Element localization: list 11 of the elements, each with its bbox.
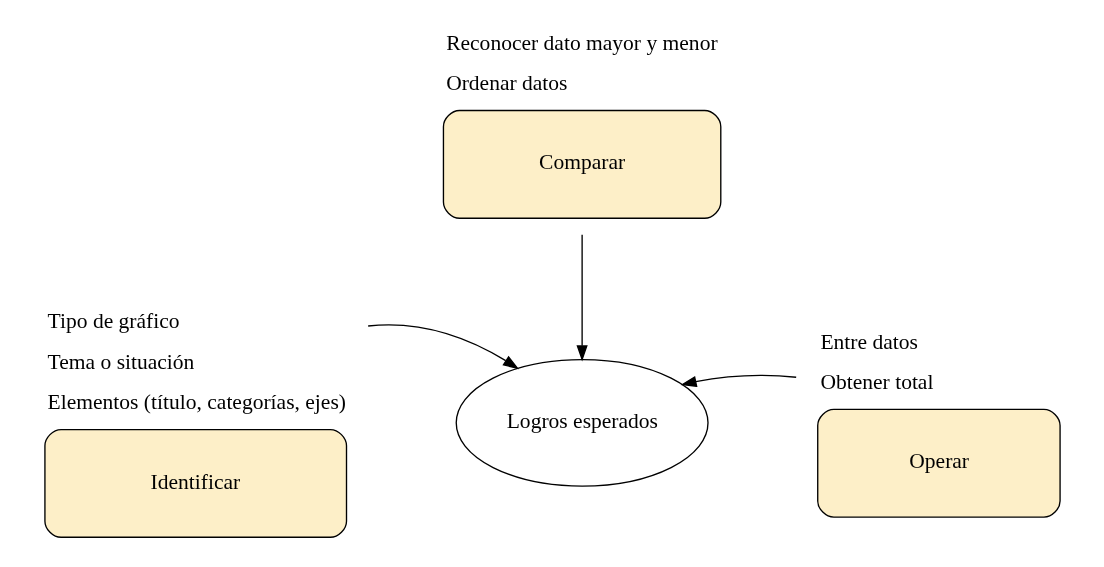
node-label: Tema o situación — [47, 349, 194, 374]
arrow — [679, 374, 797, 388]
node-label: Entre datos — [819, 329, 918, 354]
node-label: Reconocer dato mayor y menor — [445, 30, 718, 55]
node-label: Ordenar datos — [445, 71, 568, 96]
node-ellipse: Logros esperados — [455, 358, 709, 487]
node-label: Tipo de gráfico — [47, 309, 180, 334]
node-label: Obtener total — [819, 369, 933, 394]
arrow — [367, 324, 519, 370]
node-label: Elementos (título, categorías, ejes) — [47, 390, 346, 415]
arrow — [575, 234, 588, 362]
